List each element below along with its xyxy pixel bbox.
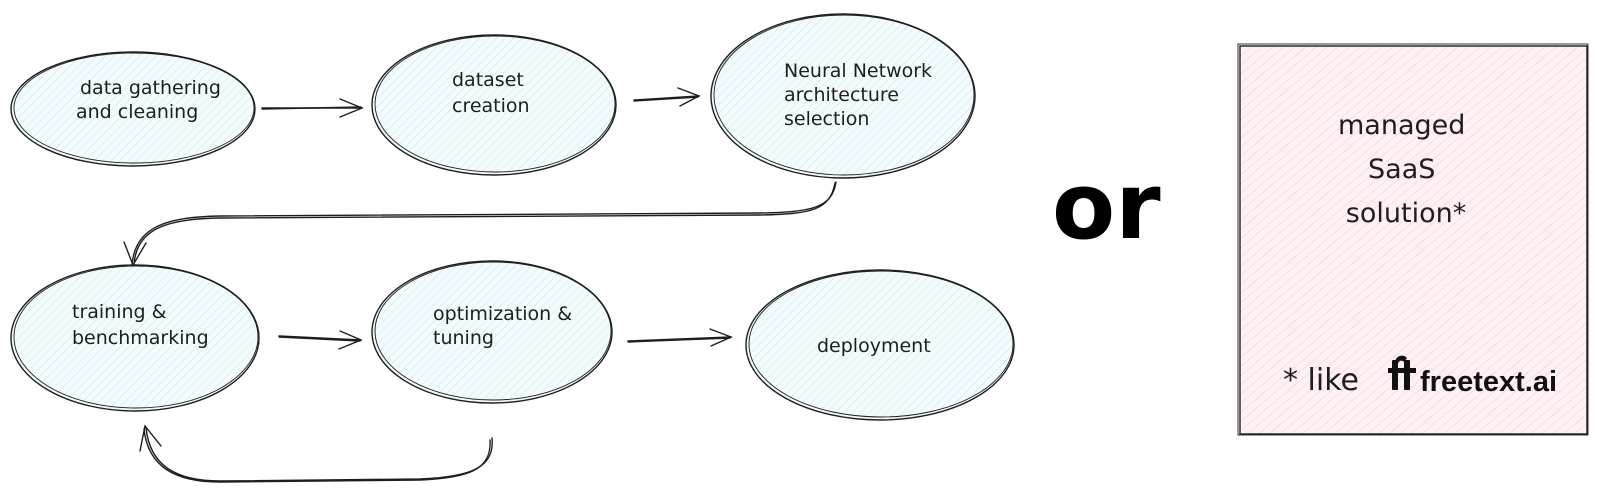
node-label-dataset-creation: dataset creation: [452, 69, 530, 117]
node-label-optimization: optimization & tuning: [433, 303, 578, 349]
arrow-training-to-optimization: [278, 330, 363, 350]
footnote-like: * like: [1283, 363, 1359, 398]
brand-name: freetext.ai: [1420, 366, 1557, 398]
node-data-gathering: data gathering and cleaning: [10, 51, 256, 167]
node-nn-architecture: Neural Network architecture selection: [710, 13, 976, 179]
node-dataset-creation: dataset creation: [371, 34, 617, 176]
or-separator: or: [1052, 153, 1161, 260]
arrow-nn-to-training: [123, 181, 837, 267]
node-training: training & benchmarking: [10, 264, 260, 412]
arrow-data-to-dataset: [261, 98, 364, 118]
node-label-data-gathering: data gathering and cleaning: [76, 77, 227, 123]
node-label-deployment: deployment: [817, 335, 931, 357]
saas-box: managed SaaS solution* * like freetext.a…: [1237, 43, 1589, 436]
saas-box-title: managed SaaS solution*: [1338, 110, 1474, 229]
node-deployment: deployment: [745, 269, 1015, 421]
node-optimization: optimization & tuning: [371, 260, 613, 404]
arrow-optimization-to-deployment: [627, 328, 733, 347]
node-label-nn-architecture: Neural Network architecture selection: [784, 60, 938, 130]
ft-logo-icon: [1388, 355, 1416, 390]
arrow-optimization-to-training: [139, 424, 493, 483]
arrow-dataset-to-nn: [633, 87, 701, 107]
node-label-training: training & benchmarking: [72, 301, 209, 349]
